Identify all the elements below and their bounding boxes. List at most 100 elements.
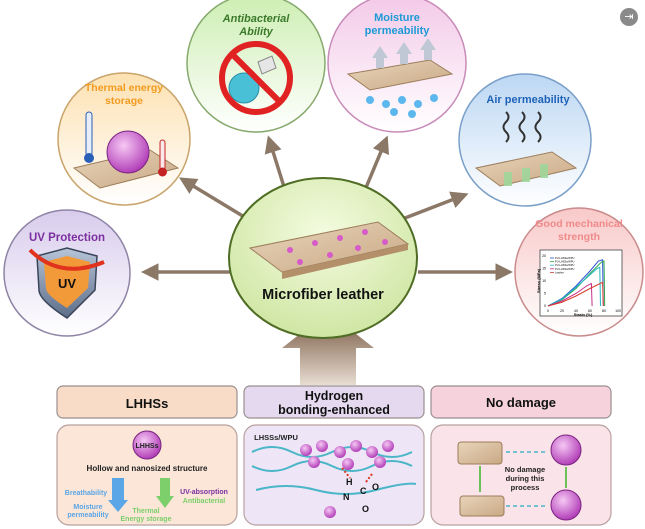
- lhhss-panel: LHHSs LHHSs Hollow and nanosized structu…: [56, 385, 238, 526]
- lhhss-structure: Hollow and nanosized structure: [87, 464, 208, 473]
- spray-bottle-icon: [257, 55, 277, 75]
- atom-n: N: [343, 492, 350, 502]
- sphere-top-icon: [550, 434, 582, 466]
- x-tick-label: 60: [588, 309, 592, 313]
- lhhss-sphere-icon: [132, 430, 162, 460]
- air-node: Air permeability: [458, 73, 592, 207]
- up-arrow-icon-1: [372, 46, 388, 68]
- y-tick-label: 5: [544, 292, 546, 296]
- lhhss-moisture: Moisture: [73, 504, 102, 511]
- arrow-to-air: [404, 191, 469, 220]
- leather-swatch-center: [248, 221, 410, 279]
- air-flow-icon-1: [504, 172, 512, 186]
- legend-label: PU-LHSSs/WPU: [555, 263, 574, 267]
- atom-h: H: [346, 477, 353, 487]
- y-axis-label: Stress (MPa): [536, 268, 541, 293]
- air-flow-icon-2: [522, 168, 530, 182]
- mechanical-node: Good mechanical strength 0 20 40 60 80 100 0 5 1…: [514, 207, 644, 337]
- hydrogen-header-2: bonding-enhanced: [278, 403, 390, 417]
- sphere-cluster-icons: [300, 440, 394, 518]
- down-arrow-icon-green: [156, 478, 174, 508]
- legend-label: PU-LHSSs/WPU: [555, 260, 574, 264]
- mechanical-title-1: Good mechanical: [535, 218, 623, 230]
- uv-protection-node: UV Protection UV: [3, 209, 131, 337]
- atom-c: C: [360, 486, 367, 496]
- hydrogen-panel: Hydrogen bonding-enhanced LHSSs/WPU H N …: [243, 385, 425, 526]
- hydrogen-header-box: [243, 385, 425, 419]
- leather-block-bottom: [459, 495, 505, 517]
- water-drop-icons: [366, 94, 438, 118]
- shield-text: UV: [58, 276, 76, 291]
- hydrogen-header-1: Hydrogen: [305, 389, 363, 403]
- lhhss-thermal-2: Energy storage: [121, 516, 172, 523]
- series-line-3: [547, 266, 601, 307]
- x-tick-label: 100: [615, 309, 621, 313]
- x-axis-label: Strain (%): [574, 312, 593, 317]
- arrow-to-antibacterial: [264, 135, 287, 191]
- antibacterial-node: Antibacterial Ability: [186, 0, 326, 133]
- mechanical-title-2: strength: [558, 231, 600, 243]
- hydrogen-label: LHSSs/WPU: [254, 433, 298, 442]
- arrow-to-moisture: [363, 135, 390, 191]
- x-tick-label: 80: [602, 309, 606, 313]
- x-tick-label: 0: [547, 309, 549, 313]
- antibacterial-circle: [186, 0, 326, 133]
- lhhss-antibacterial: Antibacterial: [183, 498, 225, 505]
- series-line-2: [547, 260, 606, 307]
- air-wave-icons: [502, 111, 542, 143]
- nodamage-header-box: [430, 385, 612, 419]
- legend-label: PU-LHSSs/WPU: [555, 267, 574, 271]
- series-line-5: [547, 281, 604, 307]
- uv-title: UV Protection: [29, 232, 105, 244]
- antibacterial-title-2: Ability: [238, 26, 273, 38]
- lhhss-moisture-2: permeability: [67, 512, 108, 519]
- phase-change-sphere-icon: [106, 130, 150, 174]
- hydrogen-bond-icon: [341, 467, 373, 483]
- center-label: Microfiber leather: [262, 287, 384, 303]
- lhhss-body-box: [56, 424, 238, 526]
- lhhss-header-box: [56, 385, 238, 419]
- lhhss-uv: UV-absorption: [180, 489, 228, 496]
- up-arrow-icon-3: [420, 38, 436, 60]
- center-node: Microfiber leather: [228, 177, 418, 339]
- leather-block-top: [457, 441, 503, 465]
- arrow-to-thermal: [179, 177, 247, 220]
- thermometer-cold-icon: [85, 111, 93, 157]
- moisture-title-1: Moisture: [374, 12, 420, 24]
- legend-label: PU-LHSSs/WPU: [555, 256, 574, 260]
- sign-in-icon[interactable]: ⇥: [620, 8, 638, 26]
- legend-label: Leather: [555, 270, 564, 274]
- moisture-title-2: permeability: [365, 25, 431, 37]
- y-tick-label: 15: [542, 267, 546, 271]
- thermal-title-1: Thermal energy: [85, 82, 163, 94]
- lhhss-thermal: Thermal: [132, 508, 159, 515]
- leather-swatch-moisture: [346, 59, 454, 91]
- y-tick-label: 20: [542, 254, 546, 258]
- nodamage-line-1: No damage: [505, 465, 545, 474]
- bacteria-icon: [228, 72, 260, 104]
- atom-o-2: O: [362, 504, 369, 514]
- moisture-node: Moisture permeability: [327, 0, 467, 133]
- lhhss-breathability: Breathability: [65, 490, 108, 497]
- nodamage-line-2: during this: [506, 474, 545, 483]
- up-arrow-icon-2: [396, 42, 412, 64]
- y-tick-label: 0: [544, 304, 546, 308]
- x-tick-label: 40: [574, 309, 578, 313]
- uv-ray-icon: [28, 248, 105, 271]
- prohibited-icon: [219, 41, 293, 115]
- air-title: Air permeability: [486, 94, 570, 106]
- thermal-title-2: storage: [105, 95, 143, 107]
- nodamage-line-3: process: [511, 483, 540, 492]
- antibacterial-title-1: Antibacterial: [222, 13, 291, 25]
- thermometer-hot-icon: [159, 139, 166, 171]
- lhhss-sphere-label: LHHSs: [136, 443, 159, 450]
- nodamage-header: No damage: [486, 395, 556, 410]
- down-arrow-icon-blue: [108, 478, 128, 512]
- thermal-node: Thermal energy storage: [57, 72, 191, 206]
- atom-o-1: O: [372, 482, 379, 492]
- down-arrow-icons-green: [479, 466, 567, 492]
- nodamage-panel: No damage No damage during this process: [430, 385, 612, 526]
- sphere-bottom-icon: [550, 489, 582, 521]
